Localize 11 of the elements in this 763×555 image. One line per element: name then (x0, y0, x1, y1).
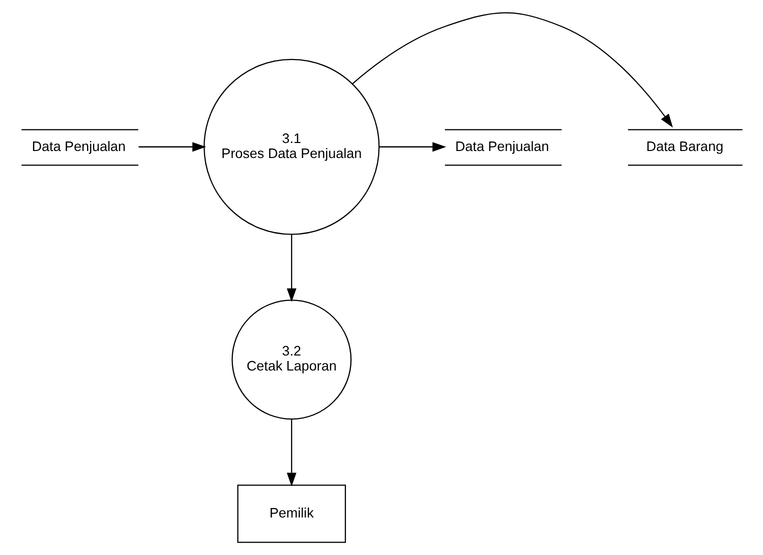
node-box: Pemilik (236, 484, 346, 543)
arrow (286, 419, 296, 487)
arrow (138, 142, 206, 152)
arrow (378, 142, 446, 152)
node-text: Data Barang (646, 138, 723, 154)
node-text: Data Penjualan (454, 138, 549, 154)
arrow (351, 12, 672, 128)
node-circle: 3.2 Cetak Laporan (231, 300, 352, 420)
node-text: Data Penjualan (31, 138, 126, 154)
node-circle: 3.1 Proses Data Penjualan (203, 58, 380, 235)
arrow (286, 234, 296, 302)
